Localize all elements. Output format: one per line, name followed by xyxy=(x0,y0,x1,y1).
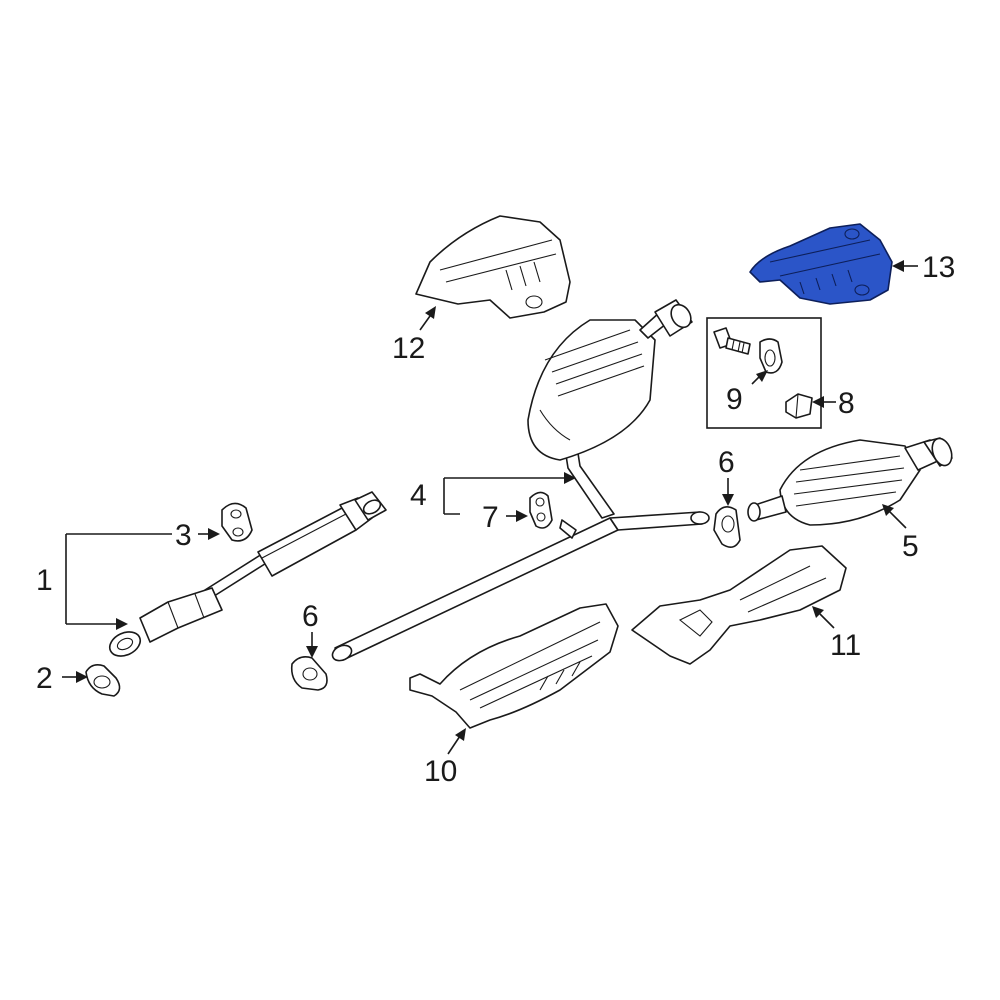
heat-shield-13-highlighted[interactable] xyxy=(749,223,893,305)
arrow-13 xyxy=(892,260,904,272)
leader-10 xyxy=(447,735,461,755)
center-pipe-4[interactable] xyxy=(330,427,710,664)
insulator-9[interactable] xyxy=(759,338,783,374)
callout-9: 9 xyxy=(726,383,743,416)
leader-1 xyxy=(65,533,172,625)
bracket-8[interactable] xyxy=(785,393,813,419)
leader-4 xyxy=(443,477,566,515)
arrow-12 xyxy=(425,306,436,319)
heat-shield-12[interactable] xyxy=(415,215,571,319)
callout-12: 12 xyxy=(392,332,425,365)
muffler-assembly[interactable] xyxy=(527,299,695,461)
callout-3: 3 xyxy=(175,519,192,552)
callout-1: 1 xyxy=(36,564,53,597)
gasket-6-left[interactable] xyxy=(290,656,328,691)
arrow-11 xyxy=(812,606,824,618)
leader-11 xyxy=(819,613,835,629)
callout-8: 8 xyxy=(838,387,855,420)
arrow-7 xyxy=(516,510,528,522)
callout-7: 7 xyxy=(482,501,499,534)
gasket-6-right[interactable] xyxy=(713,506,741,548)
leader-12 xyxy=(419,315,431,331)
arrow-1 xyxy=(116,618,128,630)
rear-muffler-5[interactable] xyxy=(747,436,955,526)
arrow-6-left xyxy=(306,646,318,658)
callout-4: 4 xyxy=(410,479,427,512)
arrow-5 xyxy=(882,504,894,516)
hanger-insulator-7[interactable] xyxy=(529,491,553,529)
callout-6-left: 6 xyxy=(302,600,319,633)
hanger-insulator-3[interactable] xyxy=(221,502,253,542)
arrow-9 xyxy=(756,370,768,382)
arrow-2 xyxy=(76,671,88,683)
callout-11: 11 xyxy=(830,629,861,662)
parts-8-9-box xyxy=(706,317,822,429)
bolt-part[interactable] xyxy=(713,327,751,355)
callout-10: 10 xyxy=(424,755,457,788)
callout-13: 13 xyxy=(922,251,955,284)
callout-5: 5 xyxy=(902,530,919,563)
heat-shield-11[interactable] xyxy=(631,545,847,665)
gasket-2[interactable] xyxy=(85,664,121,697)
leader-5 xyxy=(887,509,907,529)
front-pipe-assembly[interactable] xyxy=(106,491,387,661)
callout-6-right: 6 xyxy=(718,446,735,479)
arrow-8 xyxy=(812,396,824,408)
arrow-3 xyxy=(208,528,220,540)
callout-2: 2 xyxy=(36,662,53,695)
arrow-10 xyxy=(455,728,466,741)
arrow-4 xyxy=(564,472,576,484)
heat-shield-10[interactable] xyxy=(409,603,619,729)
arrow-6-right xyxy=(722,494,734,506)
